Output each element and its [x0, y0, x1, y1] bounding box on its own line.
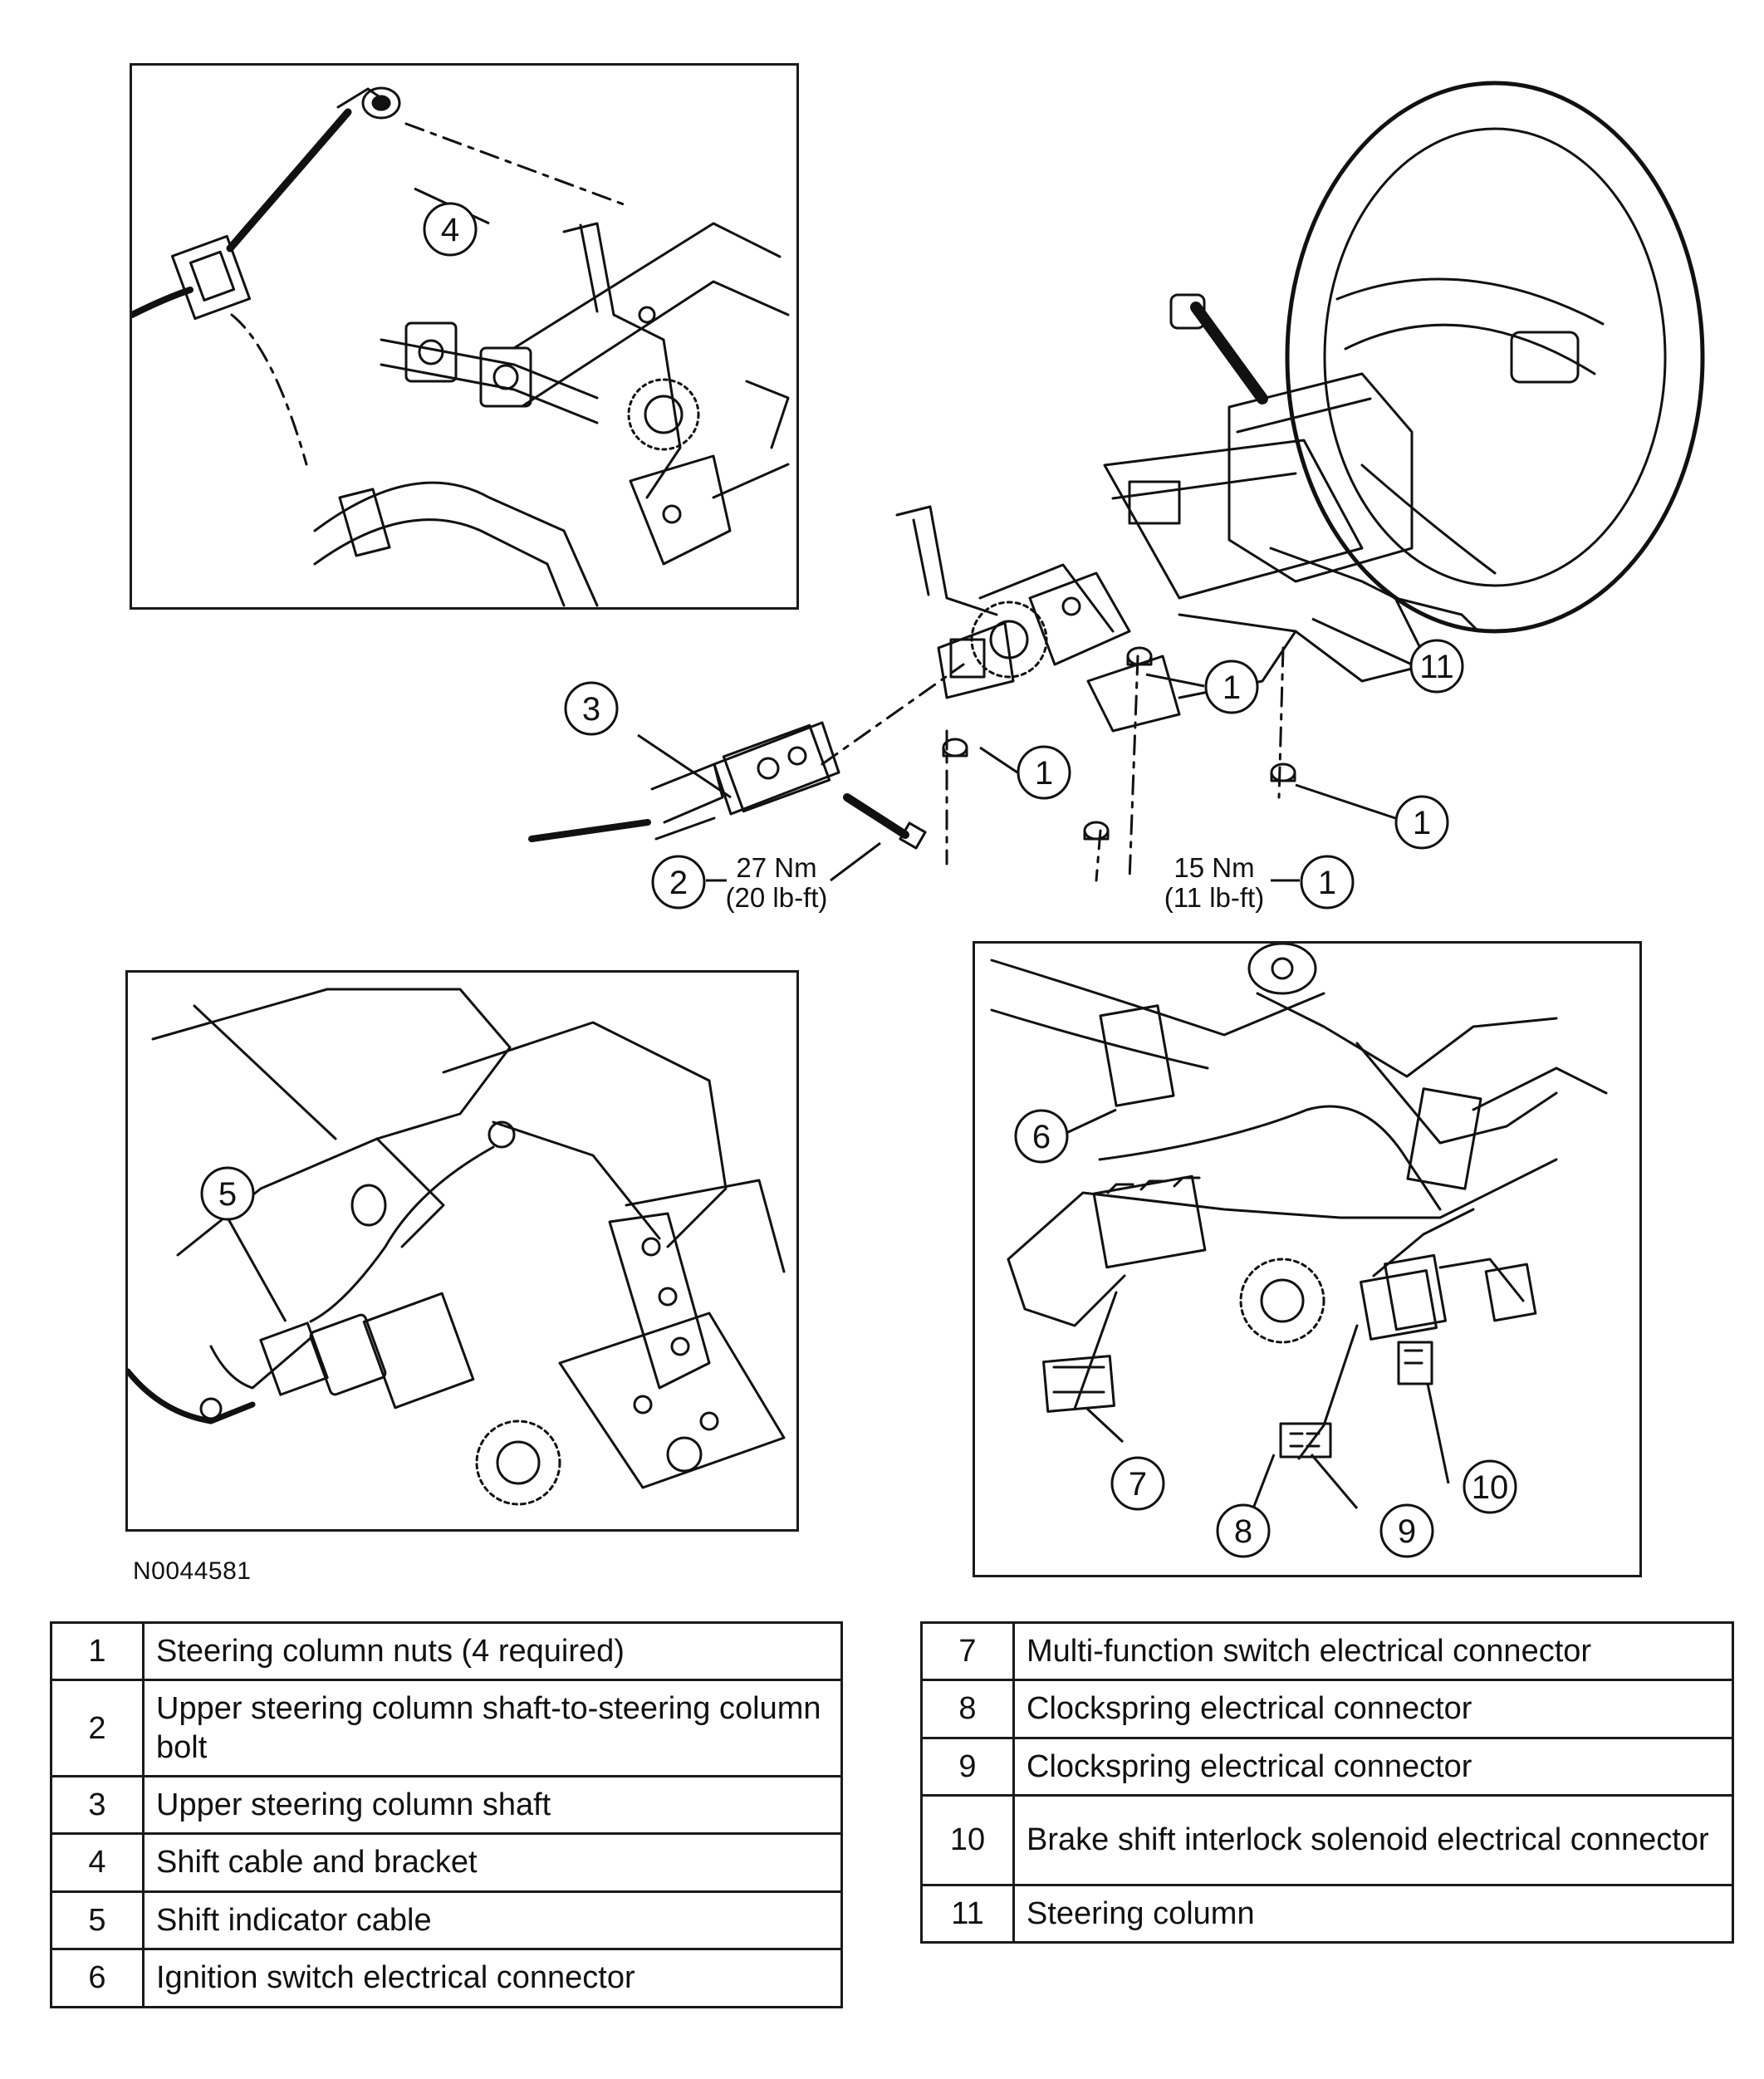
- callout-5-group: 5: [200, 1166, 287, 1322]
- callout-1: 1: [1204, 659, 1259, 714]
- detail-panel-connectors: 6 7 8 9 10: [973, 941, 1642, 1577]
- upper-shaft-illustration: [528, 721, 927, 850]
- callout-11: 11: [1409, 639, 1464, 694]
- callout-3: 3: [564, 681, 619, 736]
- svg-text:1: 1: [1223, 669, 1241, 706]
- legend-description: Shift indicator cable: [142, 1890, 843, 1951]
- legend-number: 11: [920, 1884, 1015, 1944]
- svg-text:6: 6: [1032, 1119, 1051, 1155]
- detail-panel-shift-indicator: 5: [125, 970, 799, 1532]
- callout-1: 1: [1300, 855, 1355, 910]
- legend-number: 1: [50, 1621, 145, 1682]
- legend-description: Brake shift interlock solenoid electrica…: [1012, 1794, 1734, 1887]
- torque-metric: 15 Nm: [1174, 852, 1254, 883]
- legend-row: 5 Shift indicator cable: [50, 1890, 843, 1951]
- steering-column-body: [895, 372, 1480, 733]
- svg-text:11: 11: [1419, 649, 1454, 685]
- connectors-illustration: [990, 944, 1608, 1460]
- callout-1: 1: [1394, 795, 1449, 850]
- legend-number: 2: [50, 1679, 145, 1778]
- legend-table-left: 1 Steering column nuts (4 required) 2 Up…: [50, 1621, 843, 2008]
- legend-number: 3: [50, 1775, 145, 1836]
- legend-description: Clockspring electrical connector: [1012, 1736, 1734, 1797]
- legend-number: 6: [50, 1948, 145, 2008]
- callout-7: 7: [1110, 1456, 1165, 1511]
- svg-text:1: 1: [1035, 755, 1053, 792]
- svg-text:2: 2: [669, 865, 688, 901]
- steering-column-assembly-illustration: [528, 81, 1705, 882]
- legend-row: 8 Clockspring electrical connector: [920, 1679, 1734, 1739]
- legend-number: 9: [920, 1736, 1015, 1797]
- callout-10: 10: [1463, 1459, 1517, 1514]
- torque-metric: 27 Nm: [736, 852, 816, 883]
- callout-8: 8: [1216, 1503, 1271, 1558]
- legend-row: 11 Steering column: [920, 1884, 1734, 1944]
- legend-row: 2 Upper steering column shaft-to-steerin…: [50, 1679, 843, 1778]
- callout-number: 5: [218, 1176, 237, 1213]
- legend-description: Upper steering column shaft: [142, 1775, 843, 1836]
- figure-id: N0044581: [133, 1557, 252, 1585]
- callout-1: 1: [1017, 745, 1071, 800]
- legend-description: Clockspring electrical connector: [1012, 1679, 1734, 1739]
- legend-number: 7: [920, 1621, 1015, 1682]
- legend-row: 9 Clockspring electrical connector: [920, 1736, 1734, 1797]
- steering-column-nut: [1270, 762, 1296, 782]
- legend-description: Ignition switch electrical connector: [142, 1948, 843, 2008]
- steering-column-nut: [1083, 821, 1110, 841]
- legend-description: Shift cable and bracket: [142, 1832, 843, 1893]
- legend-table-right: 7 Multi-function switch electrical conne…: [920, 1621, 1734, 1944]
- legend-row: 7 Multi-function switch electrical conne…: [920, 1621, 1734, 1682]
- legend-row: 3 Upper steering column shaft: [50, 1775, 843, 1836]
- connector-callouts: 6 7 8 9 10: [1014, 1108, 1517, 1558]
- legend-number: 10: [920, 1794, 1015, 1887]
- shift-indicator-illustration: [128, 988, 786, 1506]
- steering-column-nut: [942, 738, 968, 758]
- legend-row: 1 Steering column nuts (4 required): [50, 1621, 843, 1682]
- legend-description: Steering column nuts (4 required): [142, 1621, 843, 1682]
- legend-description: Multi-function switch electrical connect…: [1012, 1621, 1734, 1682]
- callout-circle: [200, 1166, 255, 1221]
- steering-wheel: [1285, 81, 1705, 634]
- steering-column-nut: [1126, 646, 1153, 666]
- callout-2: 2: [651, 855, 706, 910]
- legend-number: 8: [920, 1679, 1015, 1739]
- legend-row: 4 Shift cable and bracket: [50, 1832, 843, 1893]
- callout-6: 6: [1014, 1109, 1069, 1164]
- svg-text:1: 1: [1318, 865, 1336, 901]
- svg-text:9: 9: [1398, 1513, 1416, 1550]
- svg-text:1: 1: [1413, 805, 1431, 841]
- legend-row: 6 Ignition switch electrical connector: [50, 1948, 843, 2008]
- svg-text:10: 10: [1472, 1469, 1509, 1506]
- svg-text:7: 7: [1129, 1466, 1147, 1503]
- shift-cable-illustration: [132, 86, 790, 607]
- legend-number: 5: [50, 1890, 145, 1951]
- callout-circle: [423, 202, 478, 257]
- main-callouts: 3 2 27 Nm (20 lb-ft) 15 Nm (11 lb-ft) 1 …: [564, 617, 1464, 913]
- torque-imperial: (11 lb-ft): [1164, 882, 1264, 913]
- torque-imperial: (20 lb-ft): [726, 882, 828, 913]
- legend-description: Steering column: [1012, 1884, 1734, 1944]
- torque-spec-nut: 15 Nm (11 lb-ft): [1164, 852, 1264, 913]
- callout-4-group: 4: [414, 187, 490, 257]
- legend-description: Upper steering column shaft-to-steering …: [142, 1679, 843, 1778]
- callout-9: 9: [1379, 1503, 1434, 1558]
- legend-number: 4: [50, 1832, 145, 1893]
- svg-text:8: 8: [1234, 1513, 1252, 1550]
- torque-spec-bolt: 27 Nm (20 lb-ft): [726, 852, 828, 913]
- detail-panel-shift-cable: 4: [130, 63, 799, 610]
- svg-text:3: 3: [582, 691, 600, 728]
- callout-number: 4: [441, 212, 459, 248]
- legend-row: 10 Brake shift interlock solenoid electr…: [920, 1794, 1734, 1887]
